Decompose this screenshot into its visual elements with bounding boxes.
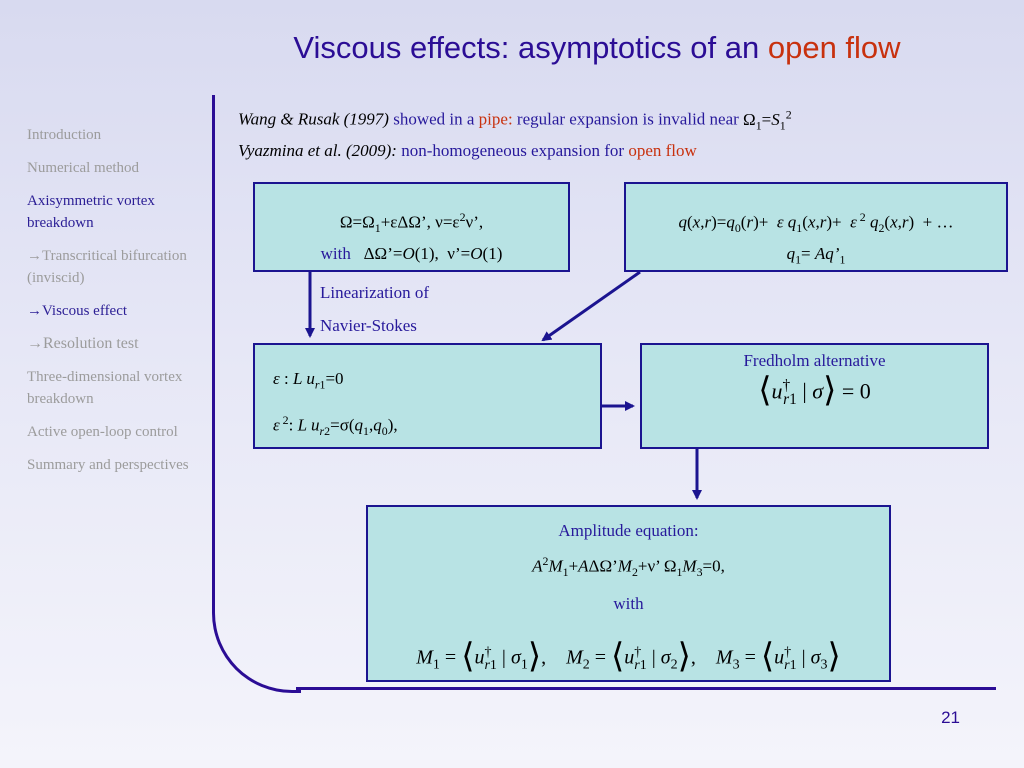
- fredholm-box: Fredholm alternative ⟨u†r1 | σ⟩ = 0: [640, 343, 989, 449]
- arrow-box2-to-box3: [541, 270, 641, 342]
- sidebar-item-axisymmetric-vortex-breakdown[interactable]: Axisymmetric vortex breakdown: [27, 193, 155, 231]
- amplitude-equation: A2M1+AΔΩ’M2+ν’ Ω1M3=0,: [532, 554, 725, 580]
- reference-author-vyazmina: Vyazmina et al. (2009):: [238, 141, 397, 161]
- sidebar-item-transcritical-bifurcation[interactable]: →Transcritical bifurcation (inviscid): [27, 248, 187, 286]
- reference-author-wang-rusak: Wang & Rusak (1997): [238, 109, 389, 129]
- amplitude-equation-box: Amplitude equation: A2M1+AΔΩ’M2+ν’ Ω1M3=…: [366, 505, 891, 682]
- order-epsilon-equation: ε : L ur1=0: [273, 369, 344, 392]
- sidebar-item-three-dimensional-vortex-breakdown[interactable]: Three-dimensional vortex breakdown: [27, 369, 183, 407]
- references-block: Wang & Rusak (1997) showed in a pipe: re…: [238, 101, 792, 164]
- content-frame-bottom-line: [296, 687, 996, 690]
- reference-line-2: Vyazmina et al. (2009): non-homogeneous …: [238, 138, 792, 164]
- amplitude-title: Amplitude equation:: [558, 521, 699, 540]
- reference-line-1: Wang & Rusak (1997) showed in a pipe: re…: [238, 101, 792, 138]
- perturbation-series-box: q(x,r)=q0(r)+ ε q1(x,r)+ ε 2 q2(x,r) + ……: [624, 182, 1008, 272]
- fredholm-title: Fredholm alternative: [743, 351, 886, 370]
- expansion-box: Ω=Ω1+εΔΩ’, ν=ε2ν’, with ΔΩ’=O(1), ν’=O(1…: [253, 182, 570, 272]
- reference-text: regular expansion is invalid near: [512, 109, 744, 129]
- linearization-line-2: Navier-Stokes: [320, 316, 417, 335]
- with-label: with: [320, 244, 351, 264]
- perturbation-series: q(x,r)=q0(r)+ ε q1(x,r)+ ε 2 q2(x,r) + …: [678, 210, 954, 236]
- expansion-equation: Ω=Ω1+εΔΩ’, ν=ε2ν’,: [339, 210, 484, 236]
- reference-pipe: pipe:: [478, 109, 513, 129]
- sidebar-item-introduction[interactable]: Introduction: [27, 127, 102, 143]
- reference-text: showed in a: [388, 109, 479, 129]
- sidebar-outline: Introduction Numerical method Axisymmetr…: [27, 124, 207, 487]
- reference-text: non-homogeneous expansion for: [396, 141, 629, 161]
- order-epsilon2-equation: ε 2: L ur2=σ(q1,q0),: [273, 413, 398, 439]
- reference-open-flow: open flow: [628, 141, 697, 161]
- sidebar-item-numerical-method[interactable]: Numerical method: [27, 160, 140, 176]
- sidebar-item-viscous-effect[interactable]: →Viscous effect: [27, 303, 128, 319]
- linearization-line-1: Linearization of: [320, 283, 430, 302]
- title-accent: open flow: [767, 30, 901, 65]
- projection-coefficients: M1 = ⟨u†r1 | σ1⟩, M2 = ⟨u†r1 | σ2⟩, M3 =…: [416, 638, 841, 676]
- q1-definition: q1= Aq’1: [786, 244, 846, 267]
- order-equations-box: ε : L ur1=0 ε 2: L ur2=σ(q1,q0),: [253, 343, 602, 449]
- slide-title: Viscous effects: asymptotics of an open …: [0, 30, 1024, 66]
- sidebar-item-summary-perspectives[interactable]: Summary and perspectives: [27, 457, 189, 473]
- sidebar-item-resolution-test[interactable]: →Resolution test: [27, 335, 139, 352]
- title-main: Viscous effects: asymptotics of an: [293, 30, 768, 65]
- expansion-condition: with ΔΩ’=O(1), ν’=O(1): [320, 244, 503, 264]
- sidebar-item-active-open-loop-control[interactable]: Active open-loop control: [27, 424, 178, 440]
- page-number: 21: [941, 708, 960, 727]
- omega-condition: Ω1=S12: [743, 107, 792, 133]
- fredholm-condition: ⟨u†r1 | σ⟩ = 0: [758, 372, 871, 410]
- amplitude-with-label: with: [613, 594, 644, 614]
- linearization-label: Linearization of Navier-Stokes: [320, 276, 429, 342]
